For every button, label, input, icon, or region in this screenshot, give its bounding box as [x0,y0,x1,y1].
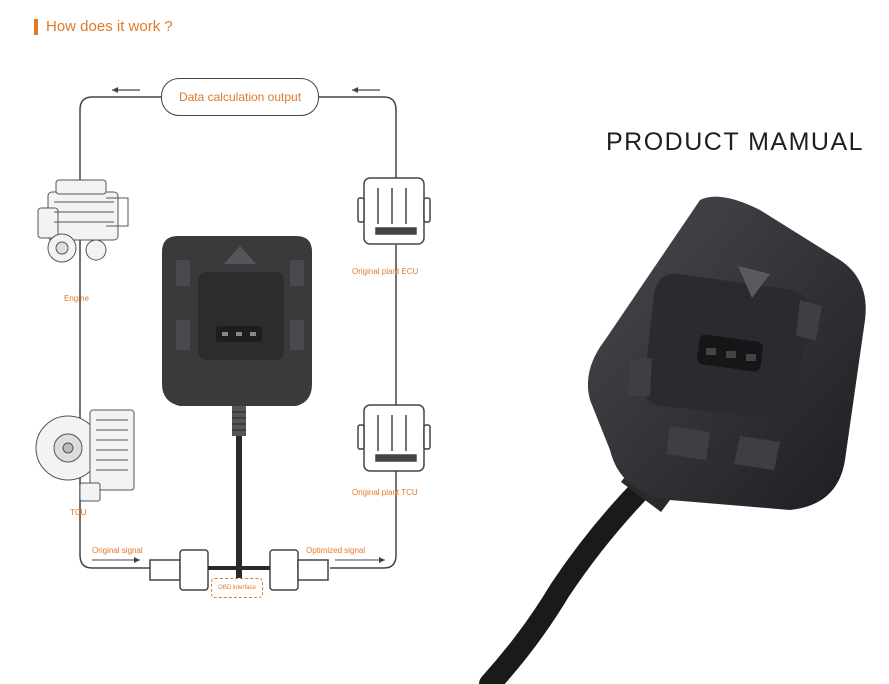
plant-tcu-box [357,404,431,472]
product-photo [479,196,866,684]
diagram-lines [35,87,431,591]
plant-tcu-label: Original plant TCU [352,488,418,497]
data-output-pill: Data calculation output [161,78,319,116]
ecu-label: Original plant ECU [352,267,419,276]
engine-label: Engine [64,294,89,303]
engine-illustration [37,179,129,263]
how-it-works-diagram: Data calculation output Engine TCU Origi… [0,60,470,640]
original-signal-label: Original signal [92,546,143,555]
obd-interface-label: OBD interface [211,578,263,598]
product-title: PRODUCT MAMUAL [606,128,865,156]
tcu-label: TCU [70,508,87,517]
tcu-illustration [35,409,135,502]
optimized-signal-label: Optimized signal [306,546,366,555]
ecu-box [357,177,431,245]
section-header: How does it work ? [34,18,173,35]
device-illustration [149,236,329,591]
section-title: How does it work ? [46,18,173,35]
accent-bar [34,18,38,35]
